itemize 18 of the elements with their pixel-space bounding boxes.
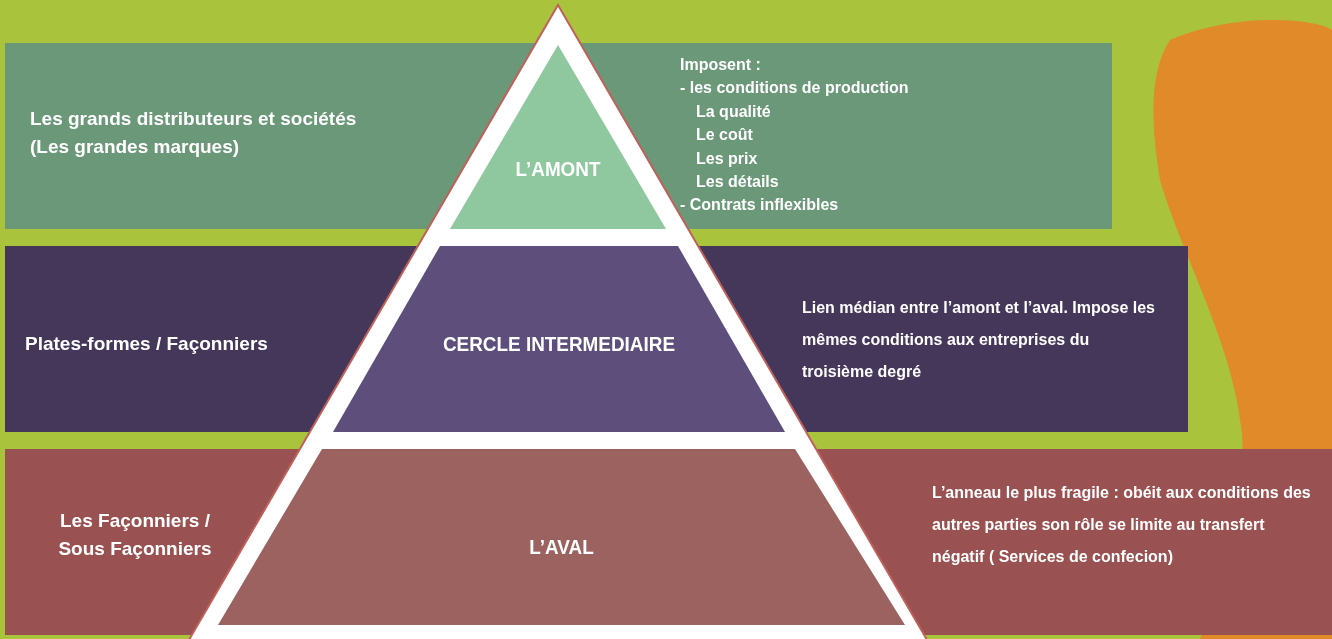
tier-title: L’AVAL [528,535,595,559]
list-item: - les conditions de production [680,78,909,99]
list-item: Le coût [696,125,753,146]
tier-label: Les Façonniers / Sous Façonniers [57,509,213,561]
tier-band [5,43,1112,229]
list-item: Les prix [696,148,758,169]
tier-band [5,449,1332,635]
list-item: - Contrats inflexibles [680,195,839,216]
tier-label: Plates-formes / Façonniers [25,332,269,356]
tier-label: Les grands distributeurs et sociétés (Les grandes marques) [30,107,358,159]
tier-band [5,246,1188,432]
list-item: La qualité [696,101,771,122]
tier-title: CERCLE INTERMEDIAIRE [441,332,677,356]
list-item: Imposent : [680,55,761,75]
description-text: L’anneau le plus fragile : obéit aux conditions des autres parties son rôle se limite au transfert négatif ( Services de confecion) [932,483,1312,567]
description-text: Lien médian entre l’amont et l’aval. Impose les mêmes conditions aux entreprises du troisième degré [802,298,1156,382]
tier-title: L’AMONT [514,157,602,181]
list-item: Les détails [696,172,779,192]
